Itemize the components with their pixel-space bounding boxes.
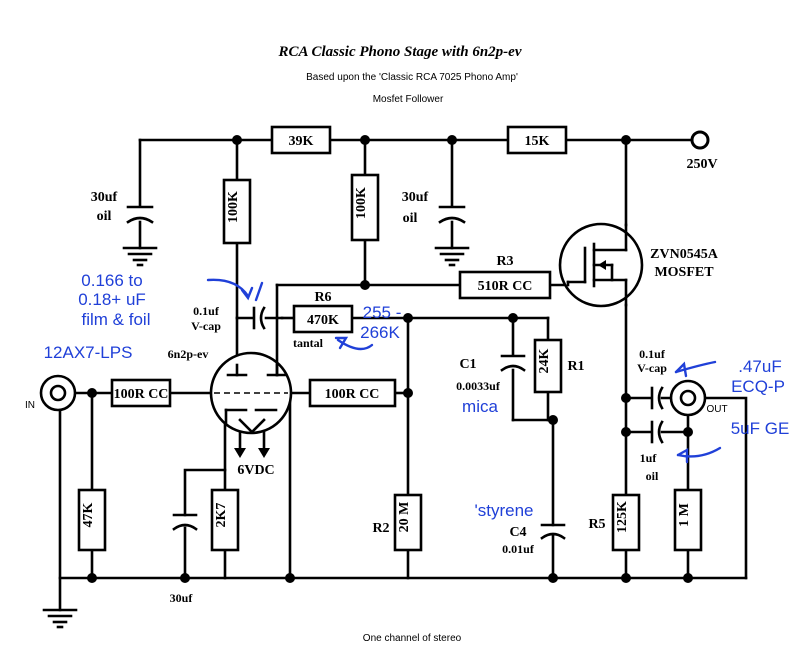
- input-label: IN: [25, 400, 35, 411]
- ground-left-cap: [122, 246, 158, 267]
- svg-text:oil: oil: [403, 211, 418, 226]
- r3-label: R3: [496, 254, 513, 269]
- svg-text:V-cap: V-cap: [637, 361, 667, 375]
- resistor-r3: 510R CC R3: [458, 254, 552, 300]
- mosfet-symbol: ZVN0545A MOSFET: [558, 222, 719, 308]
- resistor-15k: 15K: [506, 125, 568, 155]
- r1-label: R1: [567, 359, 584, 374]
- svg-text:100R CC: 100R CC: [114, 387, 169, 402]
- annotations: 0.166 to 0.18+ uF film & foil 12AX7-LPS …: [44, 271, 790, 520]
- resistor-r6: 470K R6 tantal: [292, 290, 354, 350]
- tube-symbol: 6VDC 6n2p-ev: [168, 316, 293, 478]
- svg-text:100K: 100K: [226, 191, 241, 223]
- capacitor-vcap-out: 0.1uf V-cap: [637, 347, 667, 410]
- supply-terminal: 250V: [686, 130, 718, 172]
- svg-text:oil: oil: [97, 209, 112, 224]
- arrow-vcap-left: [206, 278, 250, 298]
- ground-symbols: [42, 246, 470, 629]
- resistor-r1: 24K R1: [533, 338, 585, 394]
- svg-text:oil: oil: [646, 469, 659, 483]
- junction-dots: [87, 135, 693, 583]
- c4-label: C4: [509, 525, 526, 540]
- footer-caption: One channel of stereo: [363, 633, 462, 644]
- annotation-c1: mica: [462, 397, 498, 416]
- mosfet-type: MOSFET: [654, 265, 714, 280]
- svg-text:1 M: 1 M: [677, 503, 692, 527]
- arrow-1uf: [676, 446, 722, 458]
- input-jack: IN: [25, 374, 77, 412]
- resistor-2k7: 2K7: [210, 488, 240, 552]
- resistor-100k-left: 100K: [222, 178, 252, 245]
- svg-text:20 M: 20 M: [397, 502, 412, 533]
- resistor-47k: 47K: [77, 488, 107, 552]
- svg-text:0.1uf: 0.1uf: [193, 304, 220, 318]
- arrow-r6: [336, 338, 374, 351]
- svg-text:15K: 15K: [525, 134, 550, 149]
- diagram-subtitle-1: Based upon the 'Classic RCA 7025 Phono A…: [306, 72, 518, 83]
- svg-text:0.1uf: 0.1uf: [639, 347, 666, 361]
- annotation-vcap-out-2: ECQ-P: [731, 377, 785, 396]
- svg-text:24K: 24K: [537, 348, 552, 373]
- svg-text:250V: 250V: [686, 157, 717, 172]
- capacitor-c1: C1 0.0033uf: [456, 354, 526, 393]
- capacitor-1uf-oil: 1uf oil: [640, 420, 664, 483]
- annotation-vcap-left-1: 0.166 to: [81, 271, 142, 290]
- ground-main: [42, 608, 78, 629]
- annotation-r6-1: 255 -: [363, 303, 402, 322]
- annotation-1uf: 5uF GE: [731, 419, 790, 438]
- svg-text:100K: 100K: [354, 187, 369, 219]
- resistor-1m: 1 M: [673, 488, 703, 552]
- capacitor-30uf-mid: 30uf oil: [402, 190, 466, 226]
- arrow-vcap-left-2: [254, 281, 264, 302]
- svg-text:47K: 47K: [81, 502, 96, 527]
- annotation-vcap-left-3: film & foil: [82, 310, 151, 329]
- capacitor-c4: C4 0.01uf: [502, 523, 566, 556]
- resistor-grid-2: 100R CC: [308, 378, 397, 408]
- c1-label: C1: [459, 357, 476, 372]
- resistor-39k: 39K: [270, 125, 332, 155]
- svg-text:V-cap: V-cap: [191, 319, 221, 333]
- output-jack: OUT: [669, 379, 728, 417]
- svg-text:0.0033uf: 0.0033uf: [456, 379, 501, 393]
- resistor-100k-mid: 100K: [350, 173, 380, 242]
- capacitor-vcap-left: 0.1uf V-cap: [191, 304, 266, 333]
- svg-text:30uf: 30uf: [170, 591, 194, 605]
- annotation-c4: 'styrene: [475, 501, 534, 520]
- svg-text:470K: 470K: [307, 313, 339, 328]
- svg-text:2K7: 2K7: [214, 503, 229, 528]
- diagram-title: RCA Classic Phono Stage with 6n2p-ev: [278, 44, 522, 60]
- annotation-vcap-out-1: .47uF: [738, 357, 781, 376]
- svg-text:100R CC: 100R CC: [325, 387, 380, 402]
- arrow-vcap-out: [674, 360, 717, 374]
- r5-label: R5: [588, 517, 605, 532]
- svg-text:30uf: 30uf: [402, 190, 429, 205]
- heater-label: 6VDC: [237, 463, 274, 478]
- r2-label: R2: [372, 521, 389, 536]
- mosfet-part: ZVN0545A: [650, 247, 719, 262]
- r6-label: R6: [314, 290, 331, 305]
- annotation-vcap-left-2: 0.18+ uF: [78, 290, 146, 309]
- svg-text:510R CC: 510R CC: [478, 279, 533, 294]
- output-label: OUT: [706, 404, 727, 415]
- capacitor-30uf-left: 30uf oil: [91, 190, 154, 224]
- svg-text:39K: 39K: [289, 134, 314, 149]
- annotation-tube: 12AX7-LPS: [44, 343, 133, 362]
- capacitor-30uf-cathode: 30uf: [170, 513, 198, 605]
- annotation-r6-2: 266K: [360, 323, 400, 342]
- tube-name: 6n2p-ev: [168, 347, 209, 361]
- svg-text:0.01uf: 0.01uf: [502, 542, 535, 556]
- r6-type: tantal: [293, 336, 324, 350]
- resistor-grid-in: 100R CC: [110, 378, 172, 408]
- diagram-subtitle-2: Mosfet Follower: [373, 94, 444, 105]
- svg-text:125K: 125K: [615, 501, 630, 533]
- svg-text:1uf: 1uf: [640, 451, 658, 465]
- resistor-r5: 125K R5: [588, 493, 641, 552]
- ground-mid-cap: [434, 246, 470, 267]
- svg-text:30uf: 30uf: [91, 190, 118, 205]
- resistor-r2: 20 M R2: [372, 493, 423, 552]
